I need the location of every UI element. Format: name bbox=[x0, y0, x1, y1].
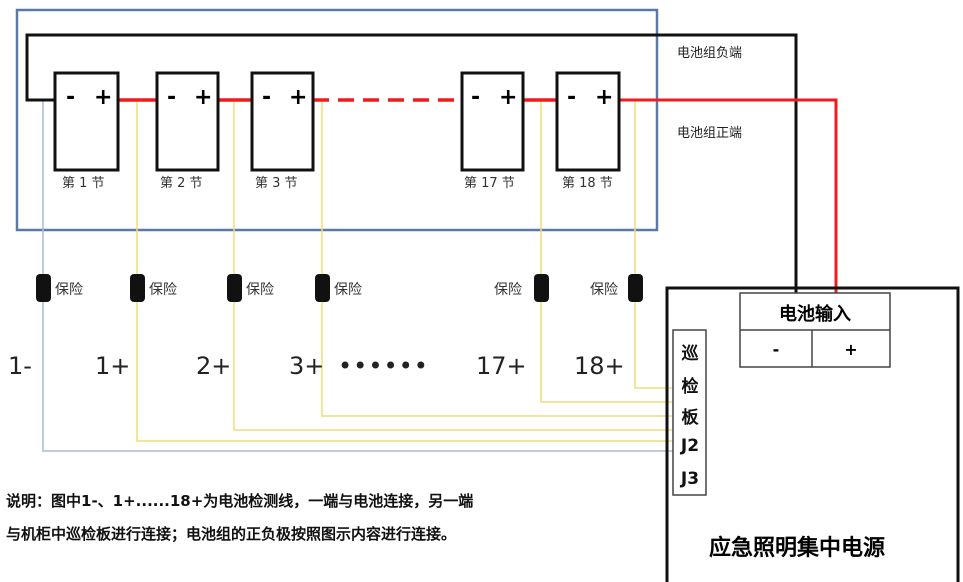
sense-wire-2-plus bbox=[233, 100, 673, 431]
cell-minus: - bbox=[167, 85, 177, 110]
battery-cabinet-frame bbox=[15, 8, 659, 232]
terminal-label: 17+ bbox=[476, 352, 527, 380]
cell-minus: - bbox=[66, 85, 76, 110]
fuse-label: 保险 bbox=[246, 282, 274, 298]
fuse-label: 保险 bbox=[494, 282, 522, 298]
battery-negative-label: 电池组负端 bbox=[677, 46, 743, 61]
battery-positive-label: 电池组正端 bbox=[677, 126, 743, 141]
cell-label: 第 1 节 bbox=[62, 176, 105, 191]
sense-wire-1-minus bbox=[42, 100, 673, 452]
cell-label: 第 2 节 bbox=[160, 176, 203, 191]
sense-wire-17-plus bbox=[540, 100, 673, 403]
sense-wire-3-plus bbox=[321, 100, 673, 417]
positive-wire bbox=[619, 98, 838, 293]
inspection-board bbox=[672, 329, 707, 496]
inspection-board-label: 检 bbox=[681, 377, 699, 397]
terminal-ellipsis: •••••• bbox=[338, 352, 429, 380]
fuse-icon bbox=[315, 274, 330, 302]
cell-plus: + bbox=[595, 85, 614, 110]
power-supply-title: 应急照明集中电源 bbox=[709, 536, 886, 561]
inspection-board-j2: J2 bbox=[680, 436, 700, 456]
note-line-2: 与机柜中巡检板进行连接；电池组的正负极按照图示内容进行连接。 bbox=[6, 525, 457, 543]
terminal-label: 1- bbox=[8, 352, 32, 380]
power-supply-box bbox=[665, 286, 960, 582]
cell-label: 第 17 节 bbox=[464, 176, 515, 191]
battery-cell bbox=[460, 71, 525, 172]
fuse-label: 保险 bbox=[590, 282, 618, 298]
cell-plus: + bbox=[94, 85, 113, 110]
cell-minus: - bbox=[471, 85, 481, 110]
battery-input-title: 电池输入 bbox=[779, 304, 851, 325]
fuse-icon bbox=[534, 274, 549, 302]
battery-cell bbox=[250, 71, 315, 172]
sense-wire-1-plus bbox=[136, 100, 673, 442]
battery-cell bbox=[155, 71, 220, 172]
cell-plus: + bbox=[194, 85, 213, 110]
inspection-board-label: 板 bbox=[681, 408, 699, 428]
battery-input-plus: + bbox=[844, 340, 858, 359]
battery-input-minus: - bbox=[772, 340, 780, 359]
fuse-label: 保险 bbox=[149, 282, 177, 298]
negative-wire bbox=[25, 33, 798, 293]
inspection-board-j3: J3 bbox=[680, 469, 700, 489]
inspection-board-label: 巡 bbox=[681, 344, 699, 364]
fuse-icon bbox=[36, 274, 51, 302]
fuse-icon bbox=[130, 274, 145, 302]
cell-minus: - bbox=[262, 85, 272, 110]
fuse-label: 保险 bbox=[334, 282, 362, 298]
sense-wire-18-plus bbox=[634, 100, 673, 389]
terminal-label: 2+ bbox=[196, 352, 232, 380]
cell-minus: - bbox=[567, 85, 577, 110]
terminal-label: 1+ bbox=[95, 352, 131, 380]
battery-cell bbox=[555, 71, 621, 172]
cell-plus: + bbox=[499, 85, 518, 110]
battery-cell bbox=[53, 71, 120, 172]
note-line-1: 说明：图中1-、1+......18+为电池检测线，一端与电池连接，另一端 bbox=[6, 492, 474, 510]
terminal-label: 3+ bbox=[289, 352, 325, 380]
fuse-icon bbox=[628, 274, 643, 302]
cell-plus: + bbox=[289, 85, 308, 110]
cell-label: 第 18 节 bbox=[562, 176, 613, 191]
terminal-label: 18+ bbox=[574, 352, 625, 380]
fuse-icon bbox=[227, 274, 242, 302]
cell-label: 第 3 节 bbox=[255, 176, 298, 191]
fuse-label: 保险 bbox=[55, 282, 83, 298]
